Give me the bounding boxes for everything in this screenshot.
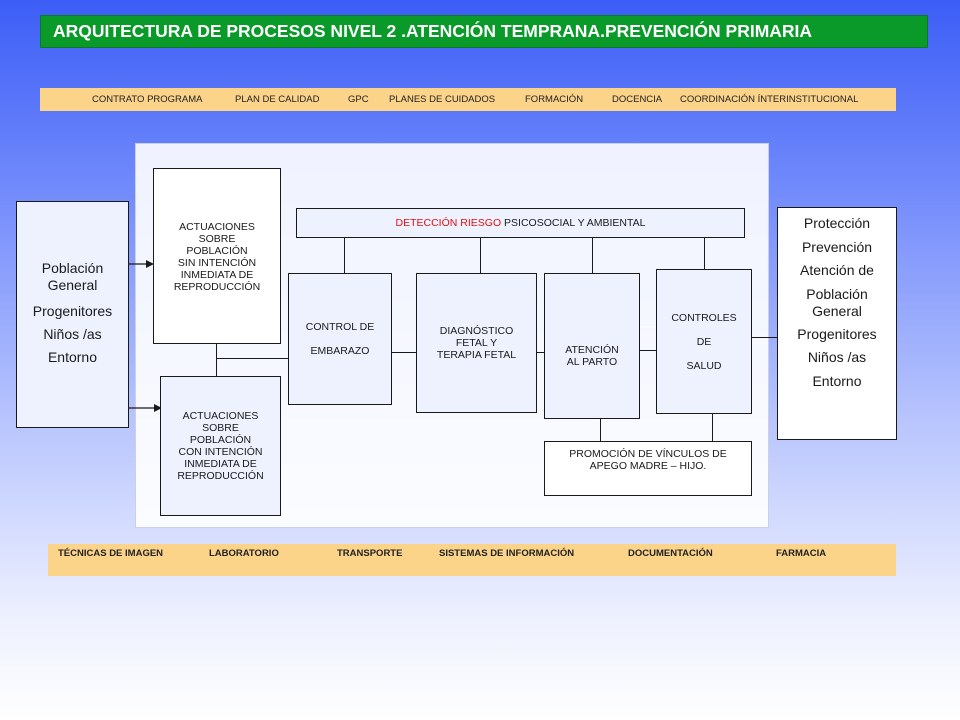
left-box-line: Entorno [47,349,98,365]
right-box-line: Población General [806,285,868,319]
left-box-line: Población General [41,260,104,293]
bottom-support-strip: TÉCNICAS DE IMAGEN LABORATORIO TRANSPORT… [48,544,896,576]
right-box-line: Progenitores [797,325,877,342]
strip-item-plan-calidad: PLAN DE CALIDAD [235,94,320,105]
strip-item-documentacion: DOCUMENTACIÓN [628,548,713,559]
control-embarazo-box: CONTROL DE EMBARAZO [288,273,392,405]
connector-line [216,358,288,359]
strip-item-imagen: TÉCNICAS DE IMAGEN [58,548,164,559]
strip-item-contrato: CONTRATO PROGRAMA [92,94,203,105]
arrow-head-icon [146,260,154,268]
promocion-vinculos-box: PROMOCIÓN DE VÍNCULOS DE APEGO MADRE – H… [544,441,752,496]
connector-line [537,352,544,353]
actuaciones-sin-intencion-box: ACTUACIONES SOBRE POBLACIÓN SIN INTENCIÓ… [153,168,281,344]
right-box-line: Niños /as [807,349,867,365]
strip-item-farmacia: FARMACIA [776,548,827,559]
page-title: ARQUITECTURA DE PROCESOS NIVEL 2 .ATENCI… [40,15,928,48]
actuaciones-con-intencion-box: ACTUACIONES SOBRE POBLACIÓN CON INTENCIÓ… [160,376,281,516]
connector-line [480,238,481,273]
strip-item-coordinacion: COORDINACIÓN ÍNTERINSTITUCIONAL [680,94,859,105]
diagnostico-fetal-box: DIAGNÓSTICO FETAL Y TERAPIA FETAL [416,273,537,413]
connector-line [392,352,416,353]
atencion-parto-box: ATENCIÓN AL PARTO [544,273,640,419]
top-support-strip: CONTRATO PROGRAMA PLAN DE CALIDAD GPC PL… [40,88,896,111]
connector-line [752,337,777,338]
deteccion-riesgo-rest: PSICOSOCIAL Y AMBIENTAL [501,217,646,229]
strip-item-sistemas: SISTEMAS DE INFORMACIÓN [439,548,575,559]
right-box-line: Prevención [801,238,873,255]
strip-item-laboratorio: LABORATORIO [209,548,279,559]
connector-line [344,238,345,273]
connector-line [592,238,593,273]
strip-item-docencia: DOCENCIA [612,94,663,105]
right-box-line: Entorno [812,372,862,389]
controles-salud-box: CONTROLES DE SALUD [656,269,752,414]
connector-line [216,344,217,376]
strip-item-formacion: FORMACIÓN [525,94,584,105]
strip-item-planes-cuidados: PLANES DE CUIDADOS [389,94,496,105]
strip-item-transporte: TRANSPORTE [337,548,403,559]
poblacion-input-box: Población General Progenitores Niños /as… [16,201,129,428]
right-box-line: Protección [803,215,871,231]
right-box-line: Atención de [800,262,874,278]
connector-line [704,238,705,269]
connector-line [640,350,656,351]
arrow-head-icon [154,404,162,412]
deteccion-riesgo-highlight: DETECCIÓN RIESGO [395,217,502,229]
connector-line [600,419,601,441]
left-box-line: Progenitores [32,303,113,319]
resultados-output-box: Protección Prevención Atención de Poblac… [777,207,897,440]
strip-item-gpc: GPC [348,94,369,105]
deteccion-riesgo-box: DETECCIÓN RIESGO PSICOSOCIAL Y AMBIENTAL [296,208,745,238]
connector-line [712,414,713,441]
left-box-line: Niños /as [43,326,102,342]
